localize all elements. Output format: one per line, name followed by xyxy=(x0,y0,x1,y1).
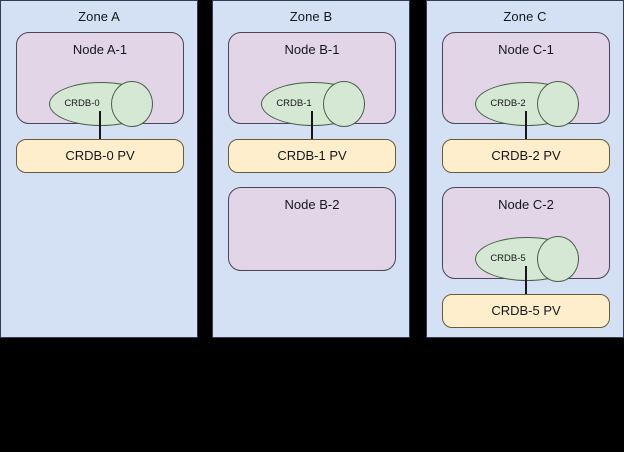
pod-crdb-0-label: CRDB-0 xyxy=(64,98,100,109)
pv-crdb-2-box: CRDB-2 PV xyxy=(442,139,610,173)
pod-crdb-0-cylinder: CRDB-0 xyxy=(49,80,153,128)
node-c-1-box: Node C-1 CRDB-2 xyxy=(442,32,610,128)
zone-b-title: Zone B xyxy=(289,9,333,24)
pod-crdb-1-label: CRDB-1 xyxy=(276,98,312,109)
node-c-2-title: Node C-2 xyxy=(498,197,554,212)
pv-crdb-0-box: CRDB-0 PV xyxy=(16,139,184,173)
pv-crdb-0-label: CRDB-0 PV xyxy=(65,148,135,163)
pod-crdb-5-cylinder: CRDB-5 xyxy=(475,235,579,283)
connector-crdb-2-to-pv xyxy=(525,111,527,139)
zone-c-container: Zone C Node C-1 CRDB-2 CRDB-2 PV Node C-… xyxy=(426,0,624,338)
node-b-2-box: Node B-2 xyxy=(228,187,396,271)
connector-crdb-5-to-pv xyxy=(525,266,527,294)
cylinder-cap xyxy=(537,235,579,283)
cylinder-cap xyxy=(323,80,365,128)
pv-crdb-5-box: CRDB-5 PV xyxy=(442,294,610,328)
pv-crdb-2-label: CRDB-2 PV xyxy=(491,148,561,163)
node-a-1-box: Node A-1 CRDB-0 xyxy=(16,32,184,128)
zone-b-container: Zone B Node B-1 CRDB-1 CRDB-1 PV Node B-… xyxy=(212,0,410,338)
pod-crdb-5-label: CRDB-5 xyxy=(490,253,526,264)
node-c-1-title: Node C-1 xyxy=(498,42,554,57)
zone-c-title: Zone C xyxy=(503,9,547,24)
pod-crdb-2-cylinder: CRDB-2 xyxy=(475,80,579,128)
node-b-1-title: Node B-1 xyxy=(284,42,340,57)
zone-a-container: Zone A Node A-1 CRDB-0 CRDB-0 PV xyxy=(0,0,198,338)
pod-crdb-1-cylinder: CRDB-1 xyxy=(261,80,365,128)
cylinder-cap xyxy=(111,80,153,128)
pv-crdb-5-label: CRDB-5 PV xyxy=(491,303,561,318)
zone-a-title: Zone A xyxy=(78,9,120,24)
node-c-2-box: Node C-2 CRDB-5 xyxy=(442,187,610,283)
cylinder-cap xyxy=(537,80,579,128)
pv-crdb-1-box: CRDB-1 PV xyxy=(228,139,396,173)
pod-crdb-2-label: CRDB-2 xyxy=(490,98,526,109)
node-b-1-box: Node B-1 CRDB-1 xyxy=(228,32,396,128)
pv-crdb-1-label: CRDB-1 PV xyxy=(277,148,347,163)
node-b-2-title: Node B-2 xyxy=(284,197,340,212)
node-a-1-title: Node A-1 xyxy=(72,42,128,57)
connector-crdb-1-to-pv xyxy=(311,111,313,139)
connector-crdb-0-to-pv xyxy=(99,111,101,139)
